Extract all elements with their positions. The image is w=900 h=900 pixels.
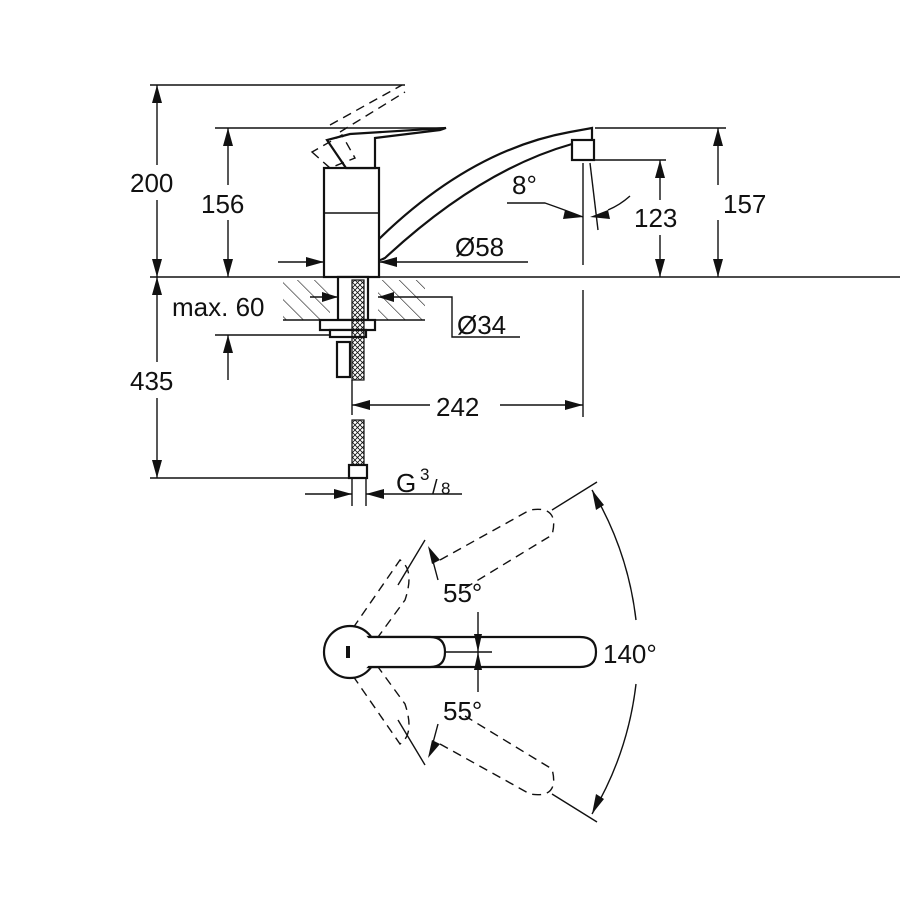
angle-total-swivel: 140° <box>603 639 657 669</box>
extension-lines <box>150 84 900 479</box>
dim-lever-height: 156 <box>201 189 244 219</box>
dimension-arrows <box>152 85 723 499</box>
angle-upper: 55° <box>443 578 482 608</box>
dim-hose-length: 435 <box>130 366 173 396</box>
faucet-side-view <box>310 84 596 506</box>
dim-thread-numerator: 3 <box>420 465 429 484</box>
dim-thread-slash: / <box>432 477 438 499</box>
dim-total-height: 200 <box>130 168 173 198</box>
faucet-top-view <box>322 481 637 823</box>
angle-lower: 55° <box>443 696 482 726</box>
dim-thread-letter: G <box>396 468 416 498</box>
dim-spout-height: 157 <box>723 189 766 219</box>
dim-outlet-height: 123 <box>634 203 677 233</box>
dim-hole-diameter: Ø34 <box>457 310 506 340</box>
dim-spout-tilt: 8° <box>512 170 537 200</box>
dim-max-counter-thickness: max. 60 <box>172 292 265 322</box>
dim-spout-reach: 242 <box>436 392 479 422</box>
dim-base-diameter: Ø58 <box>455 232 504 262</box>
dim-thread-denominator: 8 <box>441 479 450 498</box>
